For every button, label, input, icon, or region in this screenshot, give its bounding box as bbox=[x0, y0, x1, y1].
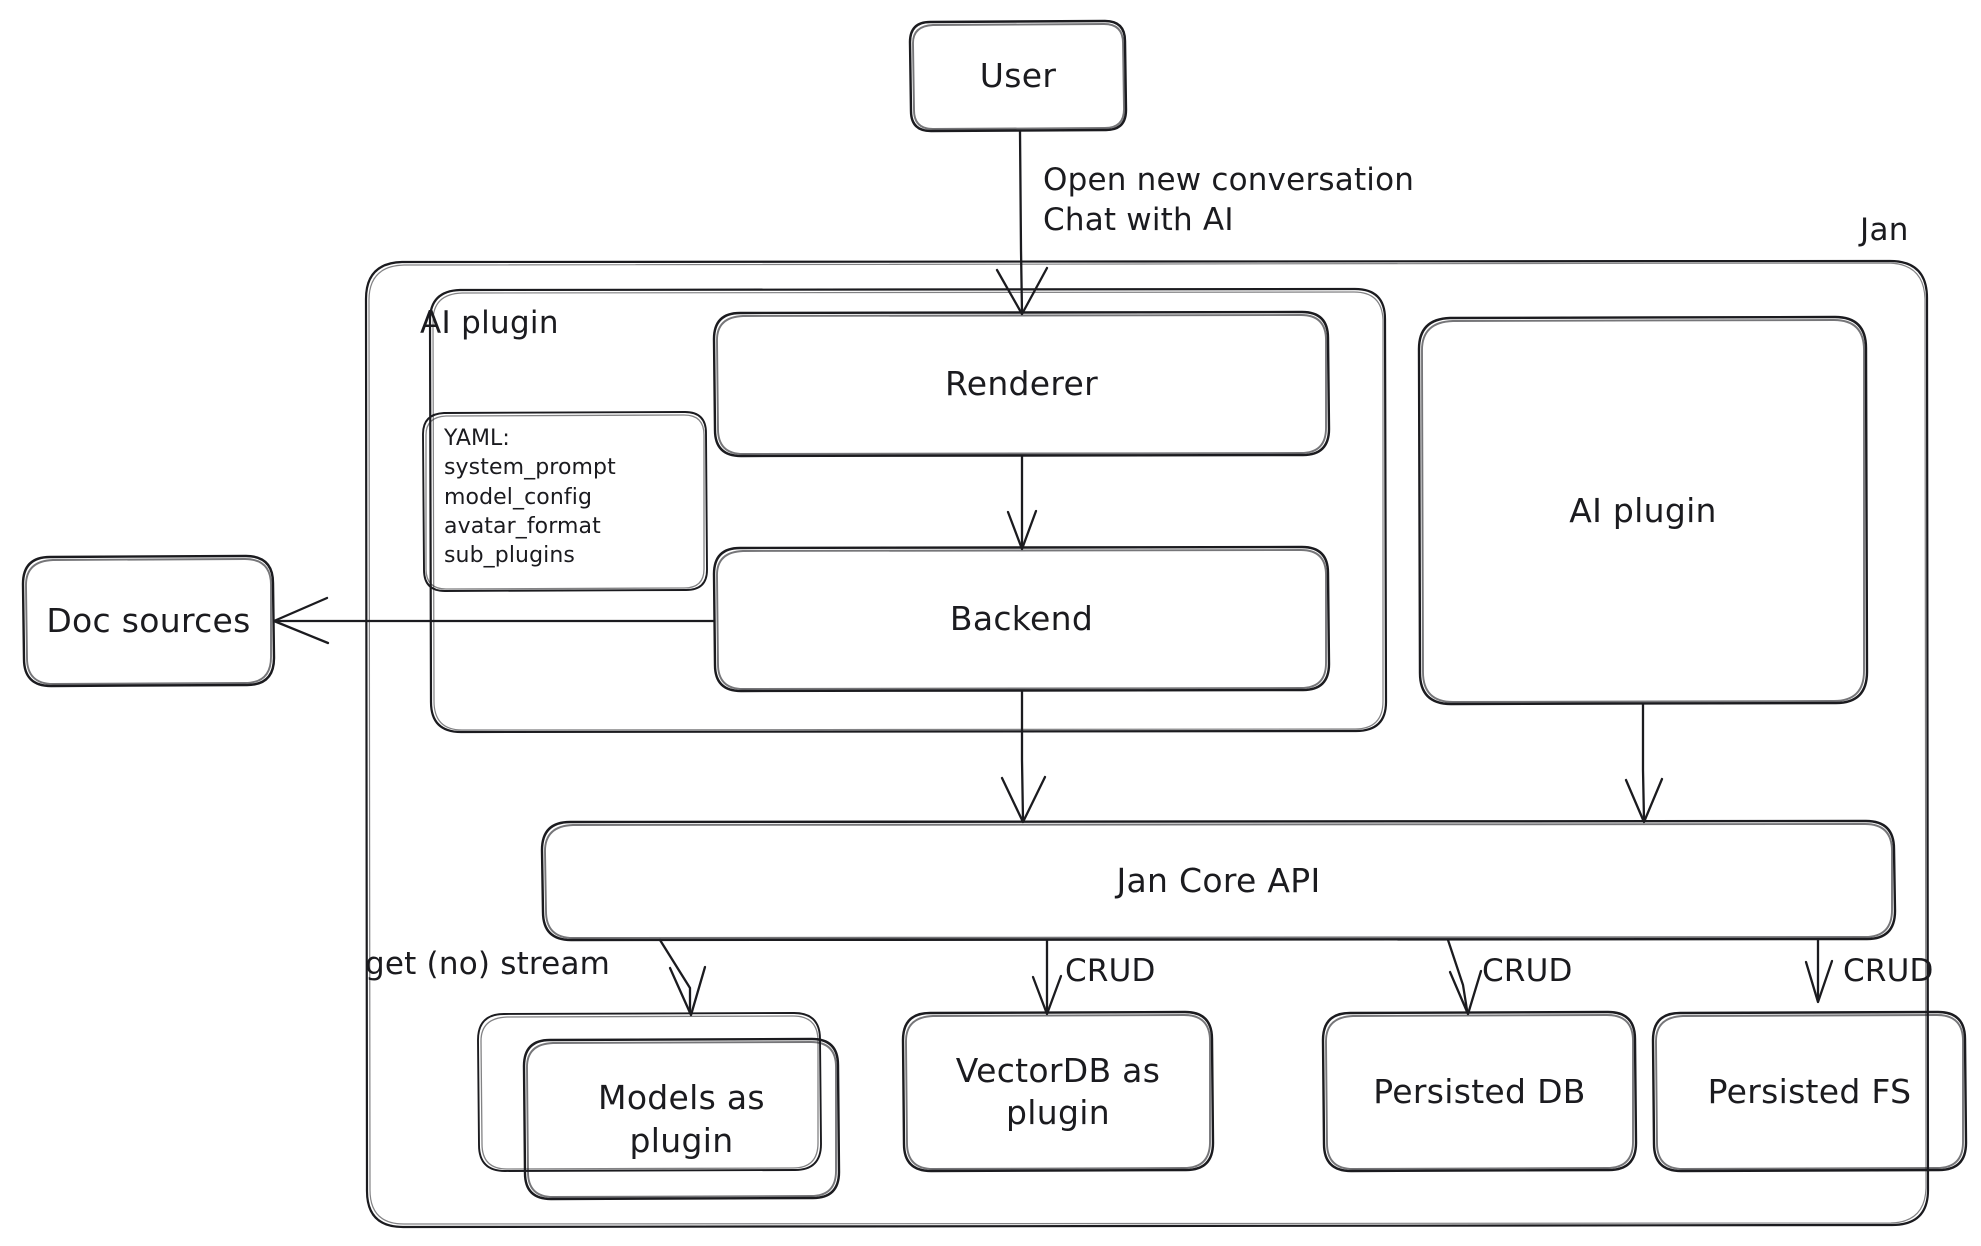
edge-jan-core-api-to-models bbox=[658, 938, 707, 1017]
node-label-jan-core-api: Jan Core API bbox=[1116, 860, 1321, 900]
edge-label-crud-vectordb: CRUD bbox=[1065, 953, 1156, 989]
edge-label-crud-persisted-fs: CRUD bbox=[1843, 953, 1934, 989]
edge-label-crud-persisted-db: CRUD bbox=[1482, 953, 1573, 989]
node-user-shape bbox=[908, 19, 1128, 133]
edge-ai-plugin-to-jan-core-api bbox=[1624, 702, 1664, 824]
node-label-backend: Backend bbox=[949, 599, 1094, 639]
node-vectordb-plugin-shape bbox=[901, 1010, 1215, 1173]
node-models-plugin-back-shape bbox=[477, 1012, 822, 1172]
edge-backend-to-jan-core-api bbox=[1000, 689, 1047, 824]
node-label-persisted-fs: Persisted FS bbox=[1707, 1071, 1912, 1111]
yaml-card-shape bbox=[422, 411, 708, 592]
node-backend-shape bbox=[712, 545, 1331, 693]
edge-backend-to-doc-sources bbox=[272, 596, 716, 645]
edge-renderer-to-backend bbox=[1006, 454, 1038, 551]
edge-label-open-new-conversation: Open new conversation Chat with AI bbox=[1043, 162, 1415, 239]
edge-jan-core-api-to-persisted-db bbox=[1446, 938, 1483, 1016]
node-ai-plugin-right-shape bbox=[1417, 315, 1869, 706]
node-label-user: User bbox=[979, 56, 1057, 96]
node-doc-sources-shape bbox=[21, 554, 276, 688]
edge-label-get-no-stream: get (no) stream bbox=[365, 946, 611, 982]
node-label-models-plugin: Models as plugin bbox=[598, 1078, 765, 1160]
node-label-renderer: Renderer bbox=[944, 364, 1099, 404]
node-persisted-fs-shape bbox=[1651, 1010, 1968, 1173]
group-ai-plugin-outline bbox=[428, 287, 1388, 734]
node-jan-core-api-shape bbox=[540, 819, 1897, 942]
edge-user-to-renderer bbox=[995, 129, 1049, 316]
node-label-vectordb-plugin: VectorDB as plugin bbox=[955, 1050, 1161, 1132]
node-label-doc-sources: Doc sources bbox=[46, 601, 251, 641]
node-persisted-db-shape bbox=[1321, 1010, 1638, 1173]
node-models-plugin-shape bbox=[522, 1037, 841, 1201]
node-label-ai-plugin-right: AI plugin bbox=[1569, 490, 1717, 530]
edge-jan-core-api-to-vectordb bbox=[1031, 938, 1063, 1016]
yaml-card-text: YAML: system_prompt model_config avatar_… bbox=[444, 426, 616, 568]
edge-jan-core-api-to-persisted-fs bbox=[1804, 938, 1834, 1004]
group-label-ai-plugin: AI plugin bbox=[420, 305, 559, 341]
node-renderer-shape bbox=[712, 310, 1331, 458]
group-label-jan: Jan bbox=[1860, 212, 1909, 248]
group-jan-outline bbox=[364, 259, 1930, 1229]
node-label-persisted-db: Persisted DB bbox=[1373, 1071, 1586, 1111]
